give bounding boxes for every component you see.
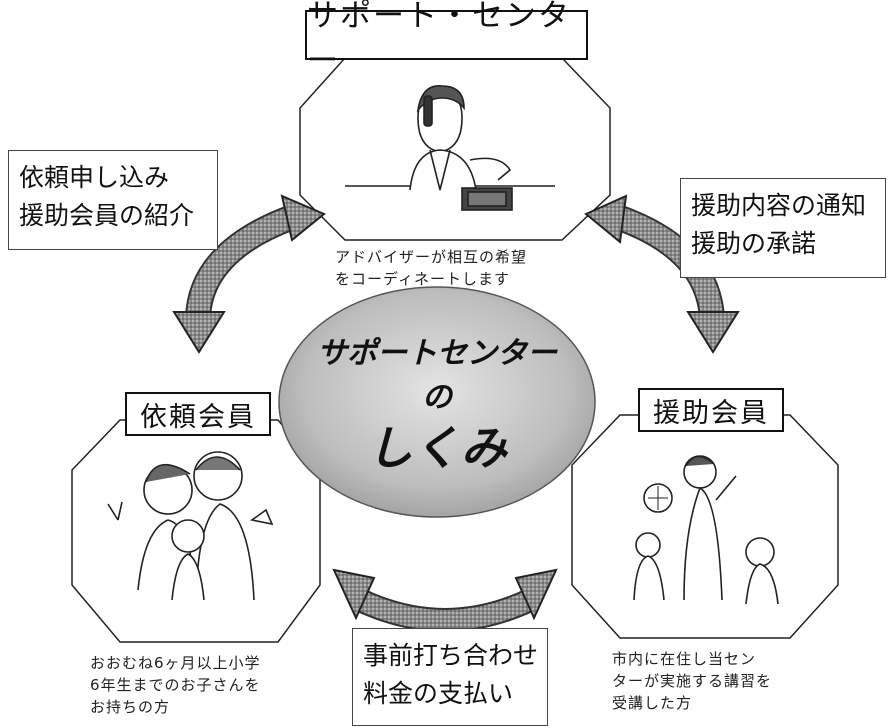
support-center-title-text: サポート・センター — [307, 0, 571, 79]
helper-children-illustration — [633, 455, 779, 605]
flow-bottom-line-1: 事前打ち合わせ — [363, 641, 539, 670]
flow-bottom-line-2: 料金の支払い — [363, 679, 514, 708]
helping-member-title: 援助会員 — [638, 388, 784, 432]
helping-member-title-text: 援助会員 — [653, 397, 769, 429]
flow-left-line-1: 依頼申し込み — [19, 163, 170, 192]
requesting-member-caption: おおむね6ヶ月以上小学 6年生までのお子さんを お持ちの方 — [90, 652, 261, 718]
flow-left-box: 依頼申し込み 援助会員の紹介 — [8, 150, 218, 250]
family-illustration — [107, 451, 274, 601]
flow-right-line-2: 援助の承諾 — [691, 229, 817, 258]
center-title-line-3: しくみ — [367, 421, 507, 475]
flow-right-box: 援助内容の通知 援助の承諾 — [680, 178, 886, 278]
left-double-arrow — [172, 194, 326, 354]
requesting-member-title-text: 依頼会員 — [140, 401, 256, 433]
helping-member-caption-line-3: 受講した方 — [612, 694, 693, 712]
support-center-caption-line-1: アドバイザーが相互の希望 — [335, 248, 528, 266]
center-ellipse — [278, 286, 596, 518]
support-center-title: サポート・センター — [305, 0, 588, 79]
requesting-member-caption-line-3: お持ちの方 — [90, 698, 171, 716]
flow-left-line-2: 援助会員の紹介 — [19, 201, 195, 230]
support-center-octagon — [299, 57, 611, 241]
flow-right-line-1: 援助内容の通知 — [691, 191, 867, 220]
helping-member-caption: 市内に在住し当セン ターが実施する講習を 受講した方 — [612, 648, 772, 714]
bottom-double-arrow — [332, 568, 558, 632]
center-title-line-2: の — [422, 380, 452, 415]
advisor-illustration — [345, 85, 555, 211]
support-center-caption-line-2: をコーディネートします — [335, 270, 510, 288]
requesting-member-title: 依頼会員 — [125, 392, 271, 436]
requesting-member-caption-line-2: 6年生までのお子さんを — [90, 676, 261, 694]
flow-bottom-box: 事前打ち合わせ 料金の支払い — [352, 628, 548, 726]
helping-member-caption-line-1: 市内に在住し当セン — [612, 650, 757, 668]
helping-member-caption-line-2: ターが実施する講習を — [612, 672, 773, 690]
requesting-member-caption-line-1: おおむね6ヶ月以上小学 — [90, 654, 261, 672]
support-center-caption: アドバイザーが相互の希望 をコーディネートします — [335, 246, 527, 290]
center-title-line-1: サポートセンター — [317, 336, 557, 371]
